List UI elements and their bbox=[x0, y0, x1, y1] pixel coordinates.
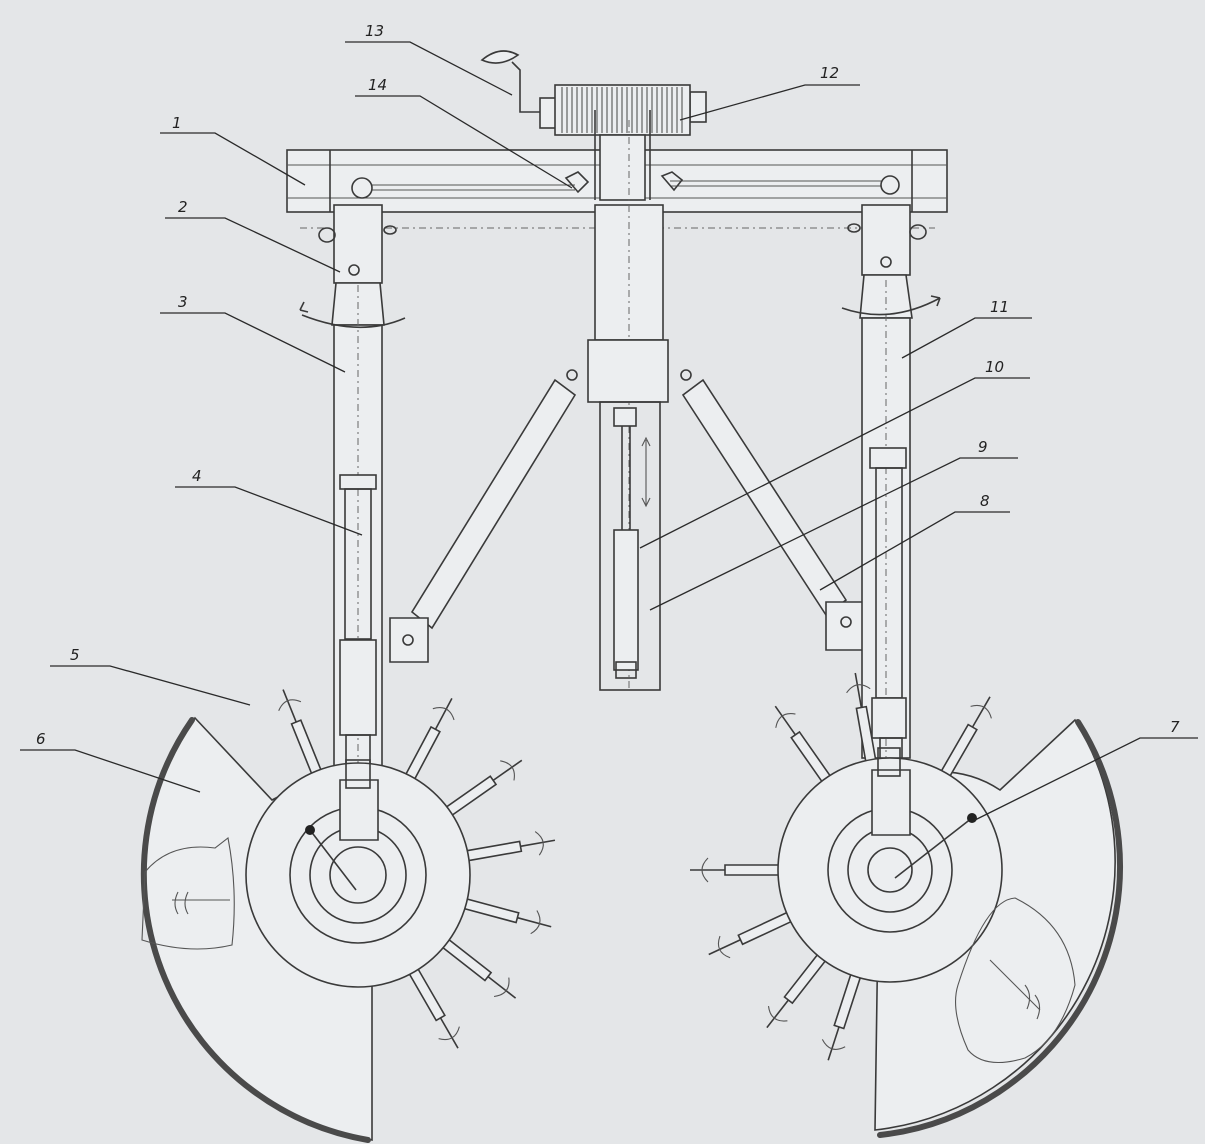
left-guard-rim bbox=[140, 717, 371, 1143]
right-brace bbox=[681, 378, 848, 617]
tine bbox=[517, 916, 552, 928]
right-arm bbox=[841, 204, 941, 780]
callout-label-6: 6 bbox=[36, 730, 46, 748]
left-hinge bbox=[333, 204, 383, 284]
right-tines bbox=[690, 672, 992, 1061]
tine bbox=[971, 696, 991, 728]
tine bbox=[827, 1026, 840, 1061]
right-hinge bbox=[861, 204, 911, 276]
mast-lower-tube bbox=[599, 401, 661, 691]
tine-holder bbox=[462, 840, 523, 863]
right-brace-lug bbox=[825, 601, 867, 651]
callout-label-4: 4 bbox=[192, 467, 202, 485]
leader-12 bbox=[679, 84, 860, 121]
leader-11 bbox=[901, 317, 1032, 359]
left-rotation-arrow bbox=[301, 314, 406, 329]
tine-holder bbox=[290, 719, 324, 778]
right-guard-rim bbox=[877, 719, 1124, 1138]
callout-label-5: 5 bbox=[70, 646, 80, 664]
right-rotation-arrow bbox=[841, 297, 941, 316]
tine-holder bbox=[460, 897, 520, 924]
callout-label-13: 13 bbox=[365, 22, 384, 40]
callout-label-8: 8 bbox=[980, 492, 990, 510]
tine bbox=[439, 1017, 459, 1049]
central-mast bbox=[566, 120, 692, 691]
callout-label-10: 10 bbox=[985, 358, 1004, 376]
right-pulley bbox=[880, 175, 900, 195]
left-tines bbox=[278, 689, 556, 1049]
lifting-cable bbox=[351, 171, 900, 199]
winch-crank-handle bbox=[480, 50, 540, 113]
tine bbox=[487, 975, 517, 999]
left-brace bbox=[410, 378, 577, 630]
tine-holder bbox=[737, 910, 796, 946]
left-rotor bbox=[140, 689, 556, 1143]
right-cable-clamp bbox=[660, 171, 684, 192]
left-brace-lug bbox=[389, 617, 429, 663]
left-hub-disc bbox=[245, 762, 471, 988]
leader-4 bbox=[175, 486, 363, 536]
left-cable-clamp bbox=[564, 171, 590, 194]
tine-holder bbox=[403, 725, 441, 784]
leader-6 bbox=[20, 749, 201, 793]
tine-holder bbox=[783, 950, 829, 1005]
callout-label-7: 7 bbox=[1170, 718, 1180, 736]
callout-label-9: 9 bbox=[978, 438, 988, 456]
callout-label-11: 11 bbox=[990, 298, 1009, 316]
tine bbox=[520, 839, 556, 848]
crank-grip bbox=[480, 50, 520, 64]
leader-5 bbox=[50, 665, 251, 706]
left-arm bbox=[299, 204, 406, 800]
leader-10 bbox=[639, 377, 1030, 549]
tine-holder bbox=[442, 775, 498, 819]
tine bbox=[766, 999, 790, 1029]
callout-label-1: 1 bbox=[172, 114, 182, 132]
tine-holder bbox=[406, 964, 446, 1022]
leader-1 bbox=[160, 132, 306, 186]
right-rotor bbox=[690, 672, 1124, 1138]
hydraulic-cylinder bbox=[613, 407, 651, 679]
tine-holder bbox=[833, 970, 863, 1030]
leader-2 bbox=[165, 217, 341, 273]
callout-label-2: 2 bbox=[178, 198, 188, 216]
tine bbox=[492, 759, 523, 782]
cable-winch bbox=[539, 84, 707, 201]
right-cutaway bbox=[955, 897, 1076, 1063]
mast-bracket bbox=[587, 339, 669, 403]
callout-label-14: 14 bbox=[368, 76, 387, 94]
leader-13 bbox=[345, 41, 513, 96]
leader-3 bbox=[160, 312, 346, 373]
right-hub-disc bbox=[777, 757, 1003, 983]
leader-8 bbox=[819, 511, 1010, 591]
tine bbox=[708, 939, 741, 956]
tine-holder bbox=[724, 864, 783, 876]
leader-14 bbox=[355, 95, 573, 189]
callout-label-12: 12 bbox=[820, 64, 839, 82]
tine bbox=[854, 672, 863, 708]
tine-holder bbox=[438, 936, 493, 982]
left-pulley bbox=[351, 177, 373, 199]
tine-holder bbox=[790, 730, 834, 786]
tine-holder bbox=[938, 723, 978, 781]
left-cutaway bbox=[141, 837, 235, 950]
cylinder-barrel bbox=[613, 529, 639, 671]
tine bbox=[774, 705, 797, 736]
tine bbox=[434, 698, 453, 730]
tine bbox=[282, 689, 297, 723]
leader-7 bbox=[974, 737, 1198, 821]
leader-9 bbox=[649, 457, 1018, 611]
callout-label-3: 3 bbox=[178, 293, 188, 311]
left-inner-cylinder bbox=[344, 488, 372, 640]
diagonal-braces bbox=[389, 378, 867, 663]
